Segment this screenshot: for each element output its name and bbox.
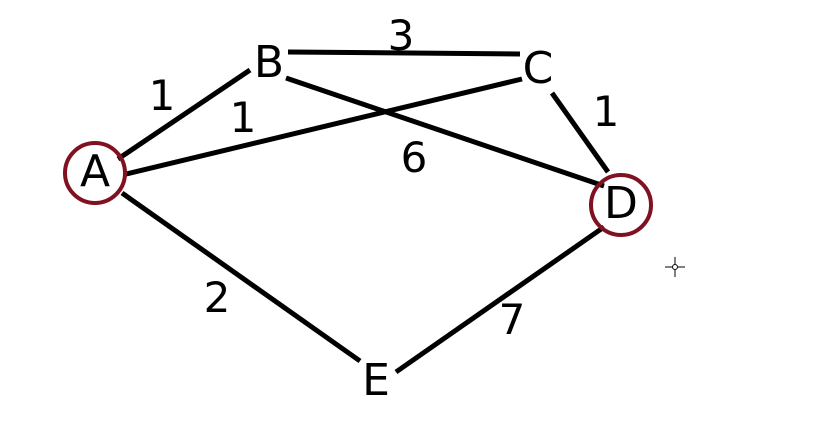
highlight-ring-d xyxy=(589,173,653,237)
edge-weight-a-e: 2 xyxy=(203,273,231,322)
edge-b-d xyxy=(285,75,605,189)
edge-weight-a-c: 1 xyxy=(229,93,257,142)
edge-c-d xyxy=(549,91,611,174)
edge-weight-a-b: 1 xyxy=(148,71,176,120)
node-d: D xyxy=(604,178,638,229)
highlight-rings-layer xyxy=(63,141,653,237)
crosshair-cursor-icon xyxy=(665,257,685,277)
node-c: C xyxy=(522,43,554,94)
edge-weight-e-d: 7 xyxy=(498,295,526,344)
edge-a-b xyxy=(116,67,252,162)
edge-weight-b-d: 6 xyxy=(400,133,428,182)
node-e: E xyxy=(362,355,390,406)
node-a: A xyxy=(79,146,111,197)
edge-weight-b-c: 3 xyxy=(387,11,415,60)
edges-layer xyxy=(116,49,611,375)
edge-a-e xyxy=(120,190,362,364)
edge-e-d xyxy=(394,224,606,375)
node-b: B xyxy=(253,37,285,88)
edge-weight-c-d: 1 xyxy=(592,87,620,136)
highlight-ring-a xyxy=(63,141,127,205)
edge-b-c xyxy=(287,49,521,57)
edge-a-c xyxy=(125,76,523,177)
